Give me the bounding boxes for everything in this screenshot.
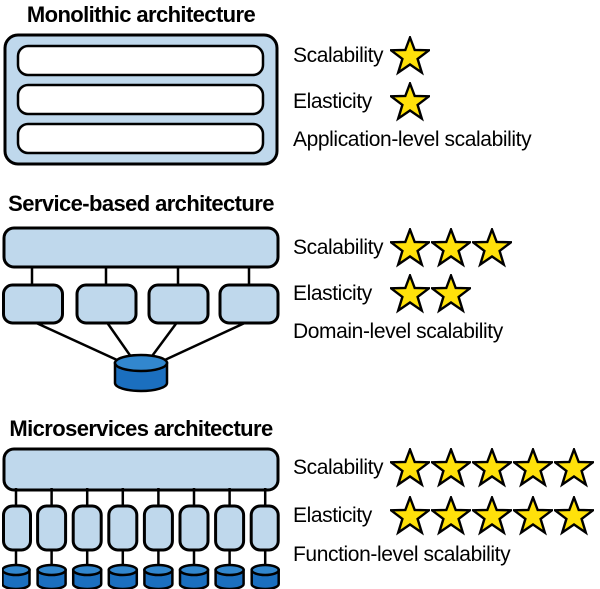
elasticity-rating-row: Elasticity: [293, 271, 600, 317]
service-based-ratings: Scalability Elasticity Domain-level scal…: [293, 225, 600, 344]
database-icon: [2, 563, 31, 589]
star-icon: [431, 274, 471, 314]
microservice-boxes: [2, 504, 280, 552]
star-icon: [513, 448, 553, 488]
database-icon: [36, 563, 67, 589]
elasticity-label: Elasticity: [293, 504, 372, 527]
scalability-label: Scalability: [293, 44, 384, 67]
database-icon: [113, 353, 169, 393]
service-box: [249, 504, 280, 552]
database-icon: [107, 563, 139, 589]
star-icon: [431, 496, 471, 536]
microservices-ratings: Scalability Elasticity Function-level sc…: [293, 444, 600, 567]
monolith-layer-box: [16, 122, 265, 155]
service-box: [142, 504, 174, 552]
scalability-rating-row: Scalability: [293, 225, 600, 271]
star-icon: [390, 496, 430, 536]
star-icon: [472, 496, 512, 536]
star-icon: [390, 36, 430, 76]
monolith-layer-box: [16, 83, 265, 116]
microservices-title: Microservices architecture: [9, 416, 273, 441]
database-icon: [143, 563, 174, 589]
star-icon: [472, 228, 512, 268]
star-icon: [390, 448, 430, 488]
scalability-rating-row: Scalability: [293, 444, 600, 492]
service-based-diagram: [2, 226, 280, 393]
star-icon: [390, 82, 430, 122]
scalability-stars: [390, 448, 594, 488]
database-icon: [214, 563, 245, 589]
scalability-note: Function-level scalability: [293, 543, 511, 566]
service-box: [107, 504, 139, 552]
service-box: [218, 283, 280, 325]
elasticity-label: Elasticity: [293, 90, 372, 113]
scalability-note: Domain-level scalability: [293, 320, 503, 343]
service-box: [75, 283, 138, 325]
star-icon: [431, 228, 471, 268]
service-box: [36, 504, 68, 552]
monolithic-diagram: [3, 33, 279, 166]
service-box: [71, 504, 103, 552]
elasticity-stars: [390, 274, 471, 314]
star-icon: [390, 228, 430, 268]
top-layer-box: [2, 226, 280, 269]
star-icon: [554, 448, 594, 488]
scalability-label: Scalability: [293, 456, 384, 479]
scalability-stars: [390, 228, 512, 268]
star-icon: [554, 496, 594, 536]
service-based-title: Service-based architecture: [8, 191, 274, 216]
scalability-label: Scalability: [293, 236, 384, 259]
star-icon: [472, 448, 512, 488]
star-icon: [390, 274, 430, 314]
star-icon: [513, 496, 553, 536]
monolithic-ratings: Scalability Elasticity Application-level…: [293, 33, 600, 152]
service-box: [2, 283, 64, 325]
monolithic-title: Monolithic architecture: [26, 2, 256, 27]
service-box: [2, 504, 32, 552]
star-icon: [431, 448, 471, 488]
service-box: [214, 504, 246, 552]
elasticity-rating-row: Elasticity: [293, 492, 600, 540]
elasticity-stars: [390, 496, 594, 536]
scalability-stars: [390, 36, 430, 76]
scalability-rating-row: Scalability: [293, 33, 600, 79]
elasticity-label: Elasticity: [293, 282, 372, 305]
microservices-diagram: [2, 447, 280, 589]
service-box: [178, 504, 210, 552]
database-icon: [250, 563, 280, 589]
database-icon: [71, 563, 103, 589]
monolith-layer-box: [16, 44, 265, 77]
service-box: [147, 283, 210, 325]
scalability-note: Application-level scalability: [293, 128, 532, 151]
elasticity-rating-row: Elasticity: [293, 79, 600, 125]
top-layer-box: [2, 447, 280, 492]
elasticity-stars: [390, 82, 430, 122]
database-icon: [178, 563, 210, 589]
